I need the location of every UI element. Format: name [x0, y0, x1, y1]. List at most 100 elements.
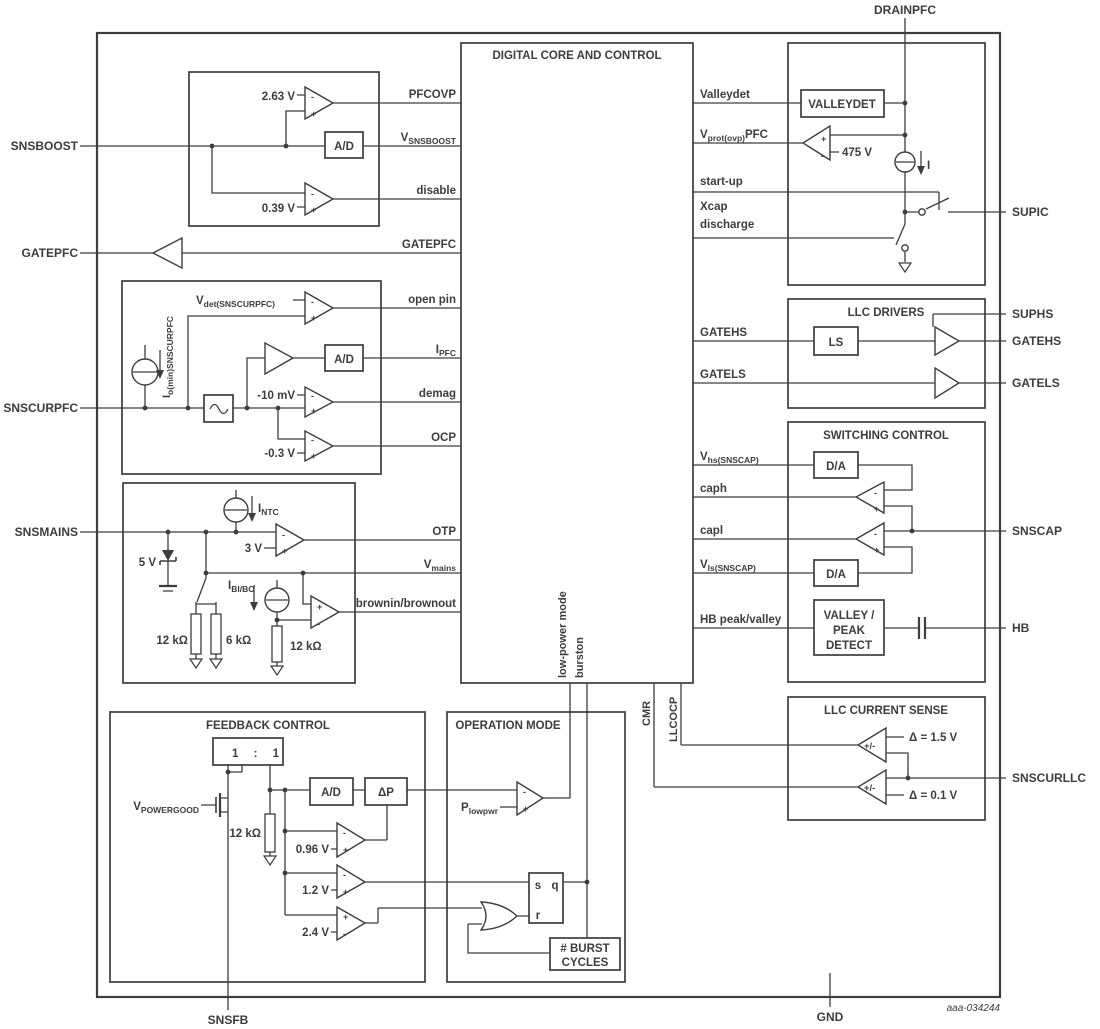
chip-outline	[95, 31, 1002, 999]
or-gate	[479, 901, 519, 931]
title-switching-control: SWITCHING CONTROL	[823, 430, 949, 442]
level-shifter-box	[813, 326, 859, 356]
resistor-12k	[190, 613, 202, 655]
plus-sign: +	[874, 504, 879, 514]
sr-latch-box	[528, 872, 564, 924]
pin-gnd: GND	[817, 1010, 844, 1024]
plus-sign: +	[874, 545, 879, 555]
comparator-minus0v3	[304, 429, 335, 463]
block-feedback-control	[109, 711, 426, 983]
ref-12k: 12 kΩ	[156, 635, 188, 647]
block-hv-startup	[787, 42, 986, 286]
comparator-1v2	[336, 863, 367, 900]
plus-sign: +	[311, 406, 316, 416]
minus-sign: -	[343, 870, 346, 880]
latch-s: s	[535, 880, 541, 892]
ref-minus0v3: -0.3 V	[264, 448, 295, 460]
plus-sign: +	[343, 845, 348, 855]
core-bottom-signals: low-power mode burston CMR LLCOCP	[557, 591, 680, 938]
burst-label1: # BURST	[560, 943, 609, 955]
block-digital-core	[460, 42, 694, 684]
ground-icon	[262, 855, 278, 867]
comparator-2v63	[304, 85, 335, 121]
label-ibibo: IBI/BO	[228, 580, 255, 594]
signal-cmr: CMR	[641, 701, 653, 726]
minus-sign: -	[821, 151, 824, 161]
comparator-0v96	[336, 821, 367, 859]
comparator-3v	[275, 522, 306, 558]
latch-r: r	[536, 910, 541, 922]
pin-suphs: SUPHS	[1012, 307, 1053, 321]
pin-snscurllc: SNSCURLLC	[1012, 771, 1086, 785]
junctions	[584, 879, 590, 885]
pin-drainpfc: DRAINPFC	[874, 3, 936, 17]
minus-sign: -	[311, 92, 314, 102]
sine-icon	[209, 403, 229, 415]
ground-icon	[897, 262, 913, 274]
ref-0v39: 0.39 V	[262, 203, 296, 215]
signal-gatels: GATELS	[700, 369, 746, 381]
mains-sense-section: INTC - + 3 V 5 V 12 kΩ 6 kΩ IBI/BO 12 kΩ…	[80, 490, 461, 677]
filter-box	[203, 394, 234, 423]
dac-label: D/A	[826, 569, 846, 581]
plus-sign: +	[317, 602, 322, 612]
ref-2v63: 2.63 V	[262, 91, 296, 103]
signal-low-power-mode: low-power mode	[557, 591, 569, 678]
minus-sign: -	[343, 929, 346, 939]
minus-sign: -	[523, 787, 526, 797]
pin-snsfb: SNSFB	[208, 1013, 249, 1027]
junctions	[225, 769, 288, 876]
core-left-signals: PFCOVP VSNSBOOST disable GATEPFC open pi…	[356, 89, 457, 610]
plusminus-sign: +/-	[864, 741, 875, 752]
vpd-label1: VALLEY /	[824, 610, 875, 622]
switch-contact-xcap	[901, 244, 909, 252]
pin-snscap: SNSCAP	[1012, 524, 1062, 538]
adc-label: A/D	[321, 787, 341, 799]
valleydet-box	[800, 89, 885, 118]
block-mains-sense	[122, 482, 356, 684]
label-iomin: Io(min)SNSCURPFC	[161, 316, 175, 398]
llc-drivers-section: LS	[693, 313, 1006, 400]
ref-12k: 12 kΩ	[290, 641, 322, 653]
signal-vhs: Vhs(SNSCAP)	[700, 451, 759, 465]
comparator-plowpwr	[516, 780, 545, 817]
adc-label: A/D	[334, 354, 354, 366]
valleydet-label: VALLEYDET	[808, 99, 876, 111]
junctions	[209, 143, 289, 149]
signal-ipfc: IPFC	[436, 344, 456, 358]
ground-icon	[208, 658, 224, 670]
comparator-475v	[801, 124, 831, 162]
pfc-current-section: Io(min)SNSCURPFC A/D Vdet(SNSCURPFC) -10…	[80, 290, 461, 463]
signal-pfcovp: PFCOVP	[409, 89, 457, 101]
capacitor-icon	[917, 617, 927, 639]
ref-vdet: Vdet(SNSCURPFC)	[196, 295, 275, 309]
mirror-box	[212, 737, 284, 766]
signal-vls: Vls(SNSCAP)	[700, 559, 756, 573]
gatels-buffer	[934, 366, 961, 400]
minus-sign: -	[317, 619, 320, 629]
core-right-signals: Valleydet Vprot(ovp)PFC start-up Xcap di…	[700, 89, 782, 626]
plus-sign: +	[311, 109, 316, 119]
ref-minus10mv: -10 mV	[257, 390, 295, 402]
signal-vsnsboost: VSNSBOOST	[401, 132, 457, 146]
ls-label: LS	[829, 337, 844, 349]
plus-sign: +	[311, 205, 316, 215]
minus-sign: -	[311, 435, 314, 445]
boost-ovp-section: A/D 2.63 V 0.39 V - + - +	[80, 85, 461, 217]
adc-box-fb	[309, 777, 354, 806]
minus-sign: -	[282, 530, 285, 540]
comparator-delta1v5	[856, 726, 887, 764]
resistor-6k	[210, 613, 222, 655]
comparator-vdet	[304, 290, 335, 326]
switching-control-section: D/A D/A - + - + VALLEY / PEAK DETECT	[693, 451, 1006, 656]
comparator-caph	[854, 480, 885, 515]
plus-sign: +	[311, 313, 316, 323]
title-llc-current-sense: LLC CURRENT SENSE	[824, 705, 948, 717]
signal-open-pin: open pin	[408, 294, 456, 306]
llc-current-sense-section: +/- +/- Δ = 1.5 V Δ = 0.1 V	[653, 683, 1006, 806]
block-llc-current-sense	[787, 696, 986, 821]
zener-diode	[162, 550, 174, 561]
comparator-0v39	[304, 181, 335, 217]
